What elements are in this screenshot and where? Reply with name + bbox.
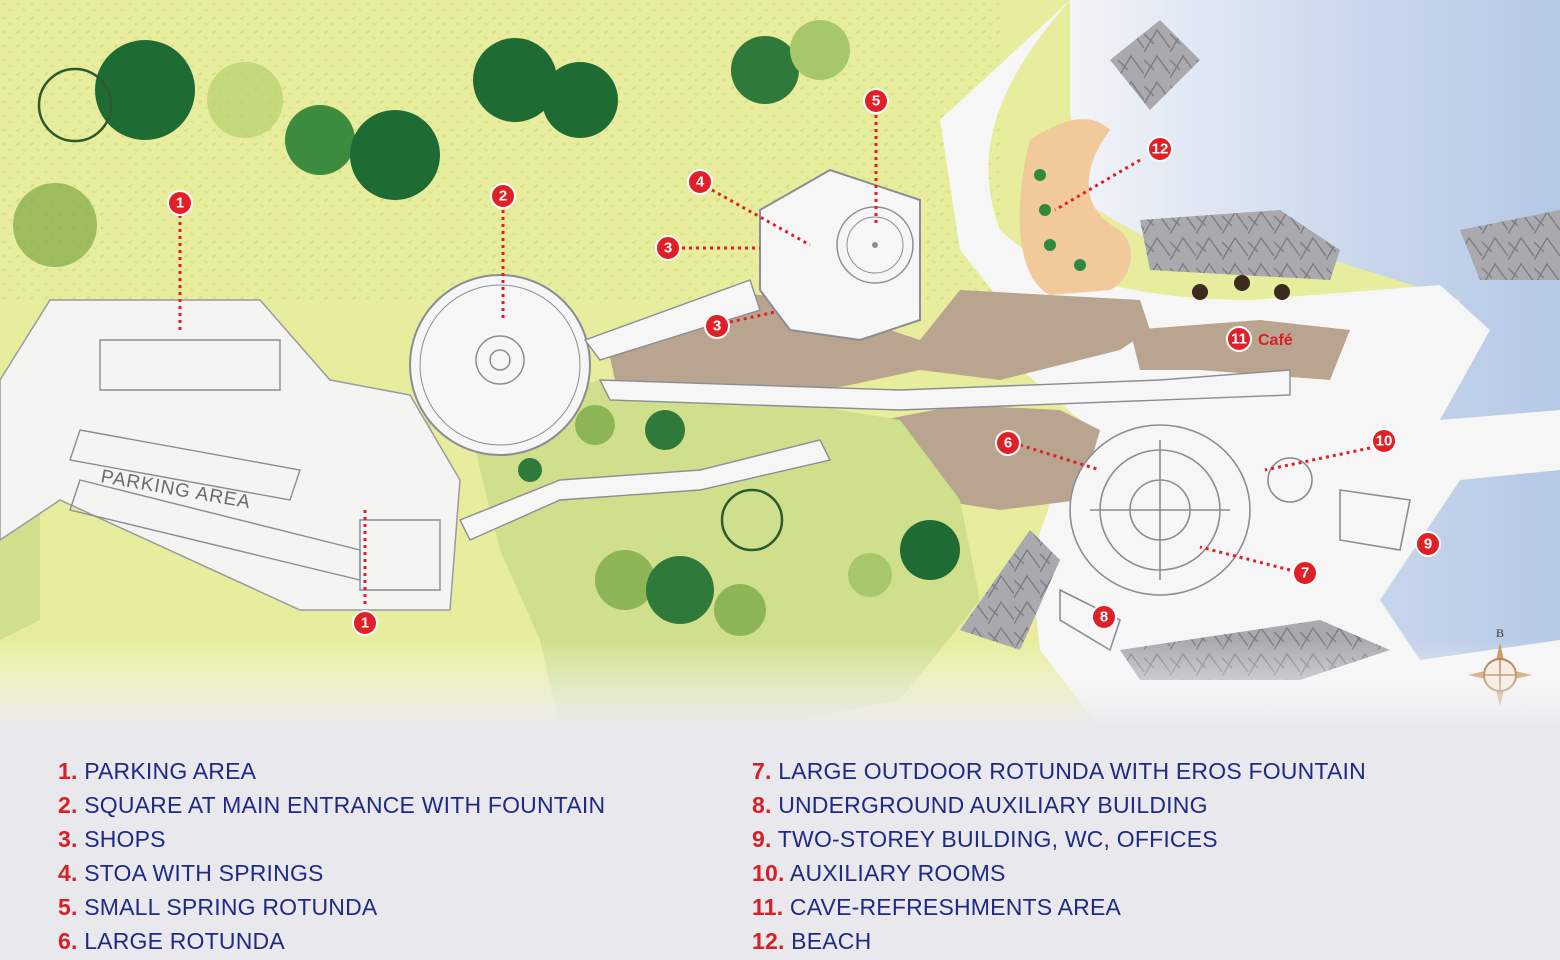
svg-text:11: 11 [1231, 331, 1247, 348]
svg-text:4: 4 [696, 174, 705, 191]
marker-3-lower: 3 [704, 313, 730, 339]
legend-item: 3. SHOPS [58, 822, 605, 856]
rocks-south [960, 530, 1060, 650]
legend-column-left: 1. PARKING AREA 2. SQUARE AT MAIN ENTRAN… [58, 754, 605, 958]
marker-leaders [178, 115, 1371, 605]
marker-11: 11 [1226, 326, 1252, 352]
earth-area-north [605, 290, 1150, 400]
marker-9: 9 [1415, 531, 1441, 557]
legend-text: PARKING AREA [84, 758, 257, 784]
legend-column-right: 7. LARGE OUTDOOR ROTUNDA WITH EROS FOUNT… [752, 754, 1366, 958]
main-square [409, 274, 591, 456]
svg-text:3: 3 [664, 240, 672, 257]
parking-stalls [69, 339, 441, 591]
legend-number: 4. [58, 860, 78, 886]
trees [13, 20, 960, 636]
svg-text:7: 7 [1301, 565, 1309, 582]
svg-text:2: 2 [499, 188, 507, 205]
large-rotunda-complex [1059, 424, 1411, 652]
legend-item: 8. UNDERGROUND AUXILIARY BUILDING [752, 788, 1366, 822]
legend-number: 1. [58, 758, 78, 784]
legend-item: 12. BEACH [752, 924, 1366, 958]
legend-text: CAVE-REFRESHMENTS AREA [789, 894, 1122, 920]
legend-item: 7. LARGE OUTDOOR ROTUNDA WITH EROS FOUNT… [752, 754, 1366, 788]
compass-north-letter: B [1496, 626, 1504, 640]
marker-12: 12 [1147, 136, 1173, 162]
marker-2: 2 [490, 183, 516, 209]
legend-item: 11. CAVE-REFRESHMENTS AREA [752, 890, 1366, 924]
cafe-tables [1192, 275, 1290, 300]
svg-text:12: 12 [1152, 141, 1169, 158]
walkways [459, 279, 1291, 541]
parking-paving [0, 299, 461, 611]
site-map: PARKING AREA Café [0, 0, 1560, 728]
svg-text:10: 10 [1376, 433, 1393, 450]
marker-7: 7 [1292, 560, 1318, 586]
svg-text:8: 8 [1100, 609, 1108, 626]
map-bottom-fade [0, 640, 1560, 728]
legend-number: 8. [752, 792, 772, 818]
legend-item: 5. SMALL SPRING ROTUNDA [58, 890, 605, 924]
legend-text: UNDERGROUND AUXILIARY BUILDING [778, 792, 1208, 818]
legend-text: AUXILIARY ROOMS [789, 860, 1006, 886]
map-legend: 1. PARKING AREA 2. SQUARE AT MAIN ENTRAN… [0, 728, 1560, 960]
marker-4: 4 [687, 169, 713, 195]
map-markers: 1 1 2 3 3 4 5 6 7 8 9 10 11 12 [167, 88, 1441, 636]
legend-text: STOA WITH SPRINGS [84, 860, 324, 886]
legend-number: 6. [58, 928, 78, 954]
marker-5: 5 [863, 88, 889, 114]
legend-number: 5. [58, 894, 78, 920]
svg-text:3: 3 [713, 318, 721, 335]
rocks-shore [1140, 210, 1340, 280]
legend-number: 10. [752, 860, 785, 886]
legend-item: 6. LARGE ROTUNDA [58, 924, 605, 958]
legend-number: 9. [752, 826, 772, 852]
legend-text: SMALL SPRING ROTUNDA [84, 894, 378, 920]
svg-text:1: 1 [361, 615, 369, 632]
legend-item: 4. STOA WITH SPRINGS [58, 856, 605, 890]
svg-text:1: 1 [176, 195, 184, 212]
svg-text:9: 9 [1424, 536, 1432, 553]
legend-item: 10. AUXILIARY ROOMS [752, 856, 1366, 890]
legend-text: BEACH [791, 928, 872, 954]
legend-number: 2. [58, 792, 78, 818]
legend-item: 9. TWO-STOREY BUILDING, WC, OFFICES [752, 822, 1366, 856]
legend-number: 7. [752, 758, 772, 784]
legend-text: TWO-STOREY BUILDING, WC, OFFICES [777, 826, 1218, 852]
beach-umbrellas [1034, 169, 1086, 271]
legend-text: LARGE ROTUNDA [84, 928, 285, 954]
cafe-label: Café [1258, 332, 1293, 349]
rocks-north [1110, 20, 1200, 110]
legend-text: SHOPS [84, 826, 166, 852]
svg-text:6: 6 [1004, 435, 1012, 452]
marker-3-upper: 3 [655, 235, 681, 261]
beach [1019, 119, 1131, 295]
legend-text: SQUARE AT MAIN ENTRANCE WITH FOUNTAIN [84, 792, 606, 818]
marker-1-north: 1 [167, 190, 193, 216]
svg-text:5: 5 [872, 93, 880, 110]
legend-number: 3. [58, 826, 78, 852]
marker-10: 10 [1371, 428, 1397, 454]
legend-text: LARGE OUTDOOR ROTUNDA WITH EROS FOUNTAIN [778, 758, 1366, 784]
legend-number: 11. [752, 894, 784, 920]
marker-8: 8 [1091, 604, 1117, 630]
marker-6: 6 [995, 430, 1021, 456]
legend-number: 12. [752, 928, 785, 954]
rocks-east [1460, 210, 1560, 280]
marker-1-south: 1 [352, 610, 378, 636]
legend-item: 1. PARKING AREA [58, 754, 605, 788]
legend-item: 2. SQUARE AT MAIN ENTRANCE WITH FOUNTAIN [58, 788, 605, 822]
spring-rotunda-building [759, 168, 921, 342]
